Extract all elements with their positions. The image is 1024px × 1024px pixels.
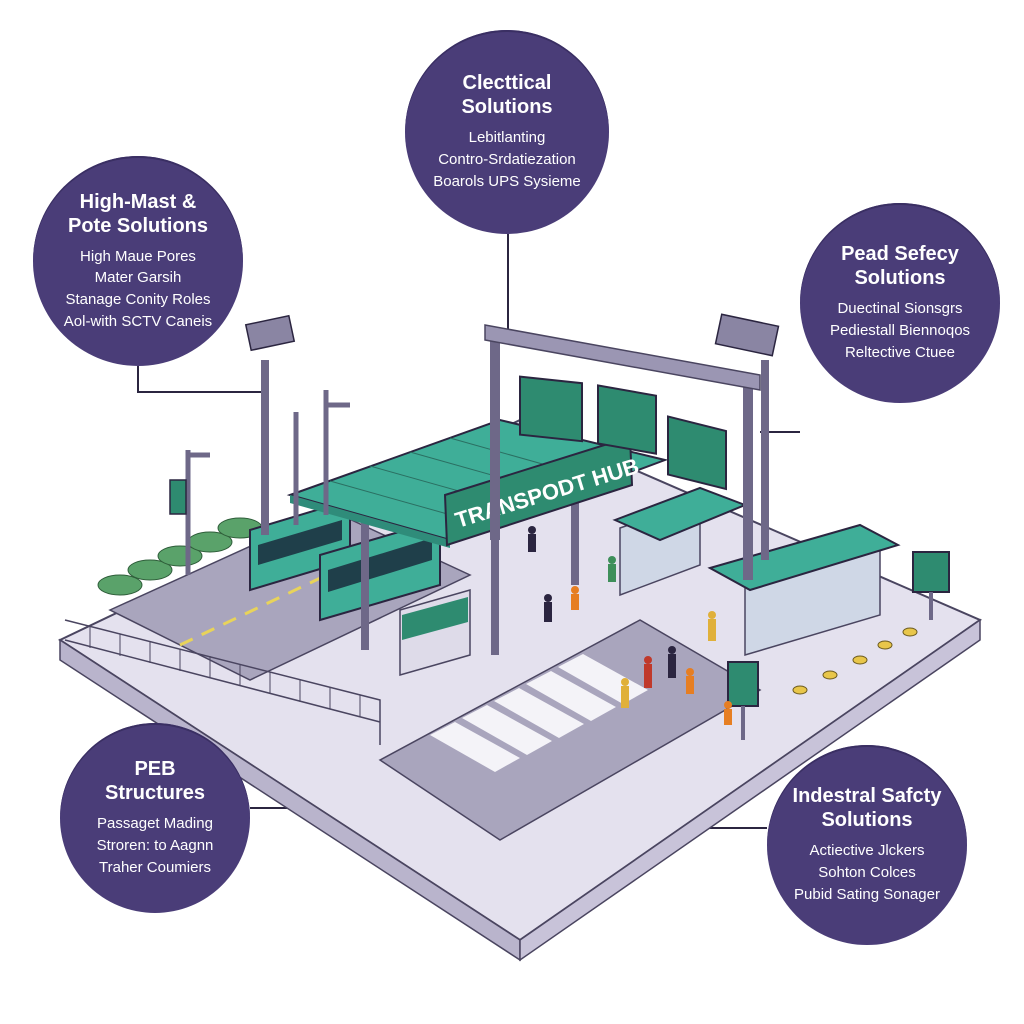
bubble-item: Lebitlanting — [468, 129, 546, 147]
info-panel — [727, 661, 759, 707]
bubble-title-line: Clecttical — [462, 72, 552, 95]
high-mast-right — [714, 313, 780, 560]
railing-fence — [64, 619, 381, 745]
bubble-title: PEB Structures — [105, 757, 205, 805]
bubble-title-line: Indestral Safcty — [792, 785, 942, 808]
bubble-item: Passaget Mading — [97, 815, 213, 833]
bubble-title-line: Solutions — [821, 809, 913, 832]
bubble-item: Reltective Ctuee — [844, 343, 956, 361]
street-lamps — [185, 390, 350, 575]
bubble-title-line: Pote Solutions — [68, 214, 208, 237]
bubble-title: Clecttical Solutions — [461, 71, 552, 119]
roadside-sign-right — [912, 551, 950, 593]
peb-structures-bubble: PEB Structures Passaget Mading Stroren: … — [60, 723, 250, 913]
bubble-item: Mater Garsih — [94, 269, 182, 287]
bubble-items: Actiective Jlckers Sohton Colces Pubid S… — [794, 840, 940, 905]
bubble-title-line: High-Mast & — [79, 190, 197, 213]
high-mast-left — [244, 314, 296, 535]
high-mast-solutions-bubble: High-Mast & Pote Solutions High Maue Por… — [33, 156, 243, 366]
roadside-sign-left — [169, 479, 187, 515]
side-shelter-2 — [707, 523, 901, 657]
electrical-solutions-bubble: Clecttical Solutions Lebitlanting Contro… — [405, 30, 609, 234]
bubble-title-line: Solutions — [461, 96, 553, 119]
bubble-item: Actiective Jlckers — [809, 842, 925, 860]
bubble-items: Duectinal Sionsgrs Pediestall Biennoqos … — [830, 298, 970, 363]
bubble-item: Sohton Colces — [818, 864, 916, 882]
bubble-title: Pead Sefecy Solutions — [841, 242, 959, 290]
side-shelter-1 — [612, 486, 748, 597]
bubble-item: Boarols UPS Sysieme — [433, 172, 581, 190]
bubble-item: Traher Coumiers — [99, 858, 211, 876]
bubble-item: Stroren: to Aagnn — [96, 837, 214, 855]
road-safety-solutions-bubble: Pead Sefecy Solutions Duectinal Sionsgrs… — [800, 203, 1000, 403]
bubble-title-line: PEB — [134, 758, 176, 781]
bubble-items: High Maue Pores Mater Garsih Stanage Con… — [64, 246, 212, 333]
hedge — [97, 517, 263, 596]
gantry-sign-1 — [519, 375, 583, 443]
bubble-item: Pediestall Biennoqos — [829, 322, 971, 340]
bubble-title-line: Solutions — [854, 267, 946, 290]
bubble-item: High Maue Pores — [80, 247, 196, 265]
bubble-title: Indestral Safcty Solutions — [793, 784, 942, 832]
bubble-item: Contro-Srdatiezation — [438, 151, 576, 169]
bubble-item: Pubid Sating Sonager — [794, 885, 940, 903]
bubble-title: High-Mast & Pote Solutions — [68, 190, 208, 238]
bubble-item: Aol-with SCTV Caneis — [63, 312, 213, 330]
pedestrians — [528, 526, 732, 725]
bubble-title-line: Structures — [104, 782, 206, 805]
bubble-title-line: Pead Sefecy — [841, 243, 959, 266]
bubble-items: Passaget Mading Stroren: to Aagnn Traher… — [97, 813, 214, 878]
bubble-items: Lebitlanting Contro-Srdatiezation Boarol… — [433, 127, 581, 192]
overhead-gantry — [484, 324, 761, 580]
industrial-safety-solutions-bubble: Indestral Safcty Solutions Actiective Jl… — [767, 745, 967, 945]
connector-highmast — [137, 366, 262, 393]
gantry-sign-2 — [597, 384, 657, 455]
gantry-sign-3 — [667, 415, 727, 491]
ticket-booth — [399, 589, 471, 676]
bubble-item: Duectinal Sionsgrs — [837, 300, 963, 318]
bollards — [792, 627, 918, 695]
bubble-item: Stanage Conity Roles — [65, 291, 211, 308]
